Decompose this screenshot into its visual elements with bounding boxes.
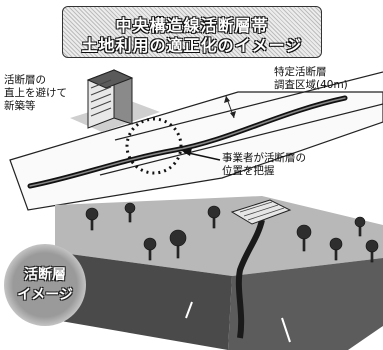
locate-fault-label: 事業者が活断層の 位置を把握: [222, 152, 306, 177]
avoid-building-label: 活断層の 直上を避けて 新築等: [4, 74, 67, 112]
block-left-face: [55, 252, 232, 350]
building-roof: [86, 69, 134, 89]
title-line-2: 土地利用の適正化のイメージ: [81, 36, 303, 55]
displacement-arrow-left: [185, 301, 193, 319]
block-top: [55, 196, 383, 276]
title-box: 中央構造線活断層帯 土地利用の適正化のイメージ: [62, 6, 322, 58]
zone-line-lower: [99, 103, 383, 176]
zone-line-upper: [114, 71, 383, 141]
title-line-1: 中央構造線活断層帯: [115, 16, 269, 35]
displacement-arrow-right: [281, 317, 291, 343]
trees: [85, 202, 379, 263]
building-windows: [90, 79, 112, 117]
fault-location-circle: [125, 117, 183, 175]
survey-zone-label: 特定活断層 調査区域(40m): [274, 66, 348, 91]
block-right-face: [228, 258, 383, 350]
fault-image-badge: 活断層 イメージ: [4, 244, 86, 326]
fault-crack: [235, 219, 265, 339]
